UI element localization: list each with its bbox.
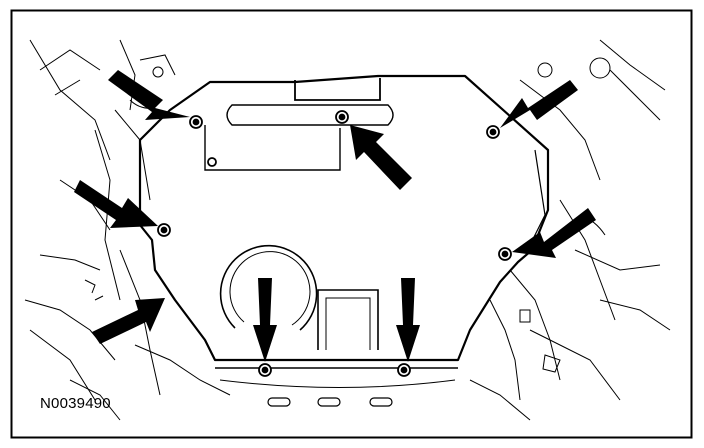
callout-arrow xyxy=(512,208,596,258)
fastener-bolt xyxy=(498,247,512,261)
callout-arrow xyxy=(500,80,578,128)
fastener-group xyxy=(157,110,512,377)
center-channel xyxy=(317,289,379,350)
access-hole-circle xyxy=(219,244,318,331)
fastener-bolt xyxy=(258,363,272,377)
callout-arrow xyxy=(92,298,165,344)
chassis-right-detail xyxy=(469,39,671,421)
fastener-bolt xyxy=(397,363,411,377)
callout-arrows xyxy=(74,70,596,362)
inner-plate-edge xyxy=(204,125,341,171)
fastener-bolt xyxy=(189,115,203,129)
callout-arrow xyxy=(253,278,277,362)
upper-panel-step xyxy=(294,78,381,101)
callout-arrow xyxy=(396,278,420,362)
figure-reference-id: N0039490 xyxy=(40,395,111,412)
chassis-left-detail xyxy=(24,39,231,421)
rail-slots xyxy=(267,397,393,407)
right-flange xyxy=(529,149,546,246)
fastener-bolt xyxy=(157,223,171,237)
figure-border xyxy=(10,9,693,439)
callout-arrow xyxy=(108,70,190,120)
fastener-bolt xyxy=(207,157,217,167)
fastener-bolt xyxy=(335,110,349,124)
shield-slot-opening xyxy=(226,104,394,126)
callout-arrow xyxy=(350,125,412,190)
fastener-bolt xyxy=(486,125,500,139)
callout-arrow xyxy=(74,180,158,228)
